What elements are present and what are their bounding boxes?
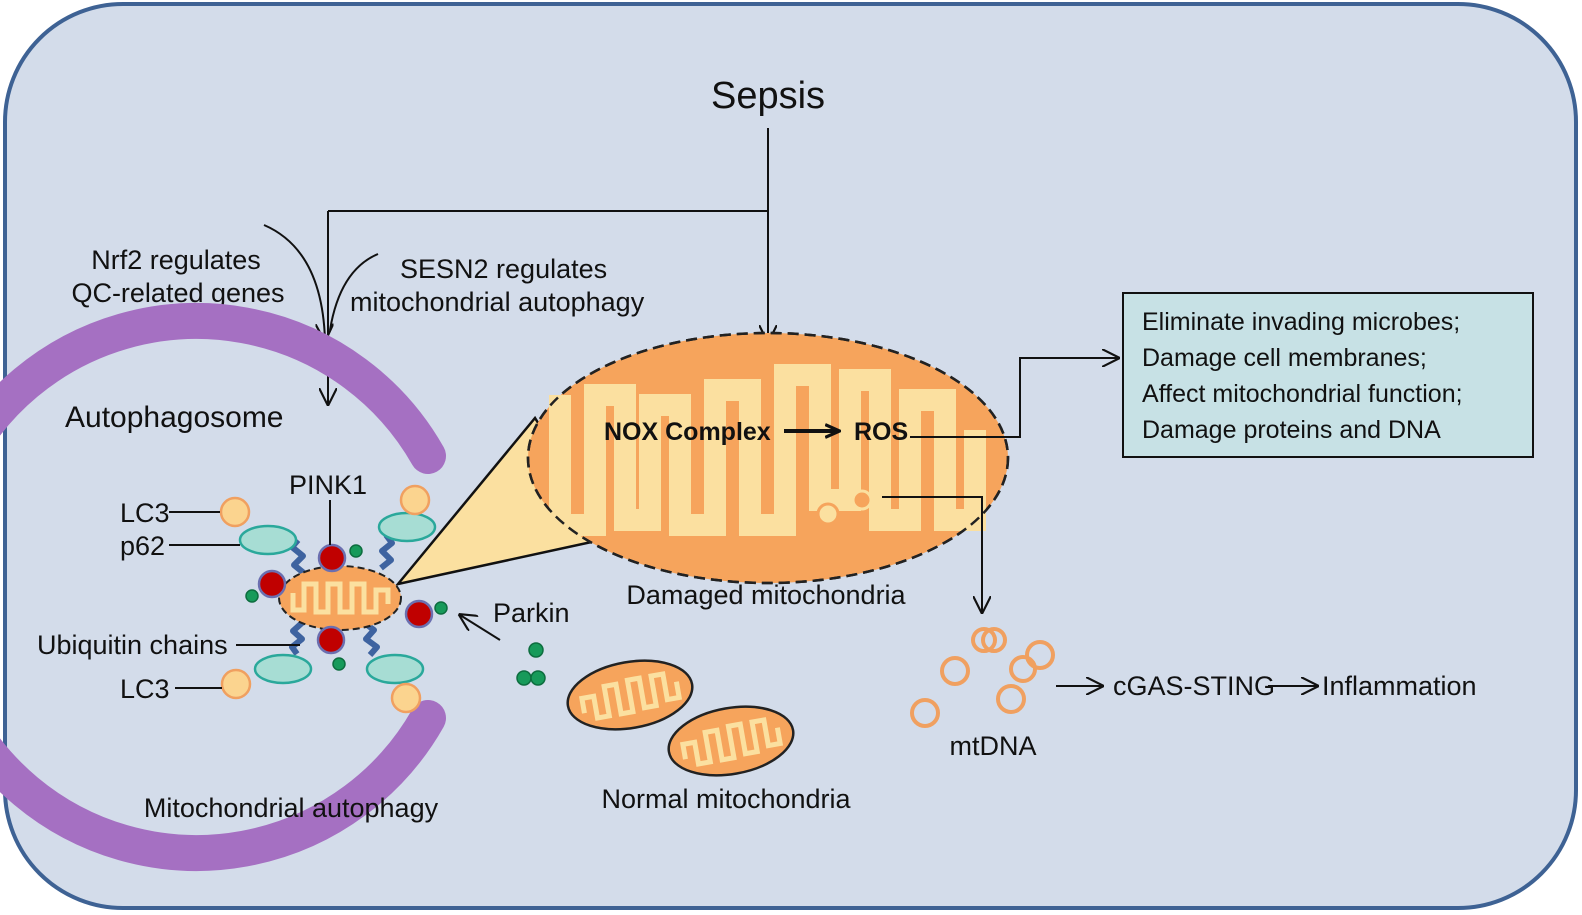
normal-mitochondrion [566, 659, 694, 731]
autophagosome-label: Autophagosome [65, 401, 284, 434]
damaged-mitochondrion [526, 331, 1010, 585]
nrf2-label-line1: Nrf2 regulates [91, 245, 261, 275]
lc3-icon [219, 484, 431, 714]
sesn2-label-line1: SESN2 regulates [400, 254, 607, 284]
ros-label: ROS [854, 418, 908, 446]
lc3-label-bottom: LC3 [120, 674, 170, 704]
nrf2-label-line2: QC-related genes [71, 278, 284, 308]
parkin-arrow [460, 615, 501, 641]
parkin-icon [245, 544, 448, 671]
ros-to-effects-arrow [910, 358, 1118, 438]
mitochondrial-autophagy-label: Mitochondrial autophagy [144, 793, 439, 823]
mtdna-label: mtDNA [950, 731, 1037, 761]
pink1-icon [257, 543, 434, 655]
autophagosome-membrane [0, 303, 446, 871]
effect-item: Eliminate invading microbes; [1142, 308, 1460, 336]
mito-to-mtdna-arrow [882, 496, 982, 612]
cgas-sting-label: cGAS-STING [1113, 671, 1275, 701]
lc3-label-top: LC3 [120, 498, 170, 528]
nox-complex-label: NOX Complex [604, 418, 771, 446]
ubiquitin-chain-icon [289, 533, 395, 657]
normal-mitochondria-label: Normal mitochondria [601, 784, 851, 814]
normal-mitochondrion [667, 705, 795, 777]
sepsis-label: Sepsis [711, 75, 825, 117]
effect-item: Affect mitochondrial function; [1142, 380, 1463, 408]
p62-label: p62 [120, 531, 165, 561]
mtdna-ring-icon [910, 627, 1055, 728]
pink1-label: PINK1 [289, 470, 367, 500]
sesn2-label-line2: mitochondrial autophagy [350, 287, 645, 317]
leader-lines [169, 500, 331, 689]
inflammation-label: Inflammation [1322, 671, 1477, 701]
p62-icon [238, 511, 437, 685]
effects-box [1122, 292, 1534, 458]
parkin-label: Parkin [493, 598, 570, 628]
effect-item: Damage proteins and DNA [1142, 416, 1441, 444]
engulfed-mitochondrion [278, 565, 402, 631]
free-parkin-icon [516, 642, 546, 686]
effect-item: Damage cell membranes; [1142, 344, 1427, 372]
sepsis-arrows [263, 128, 768, 404]
ubiquitin-chains-label: Ubiquitin chains [37, 630, 228, 660]
damaged-mitochondria-label: Damaged mitochondria [626, 580, 906, 610]
